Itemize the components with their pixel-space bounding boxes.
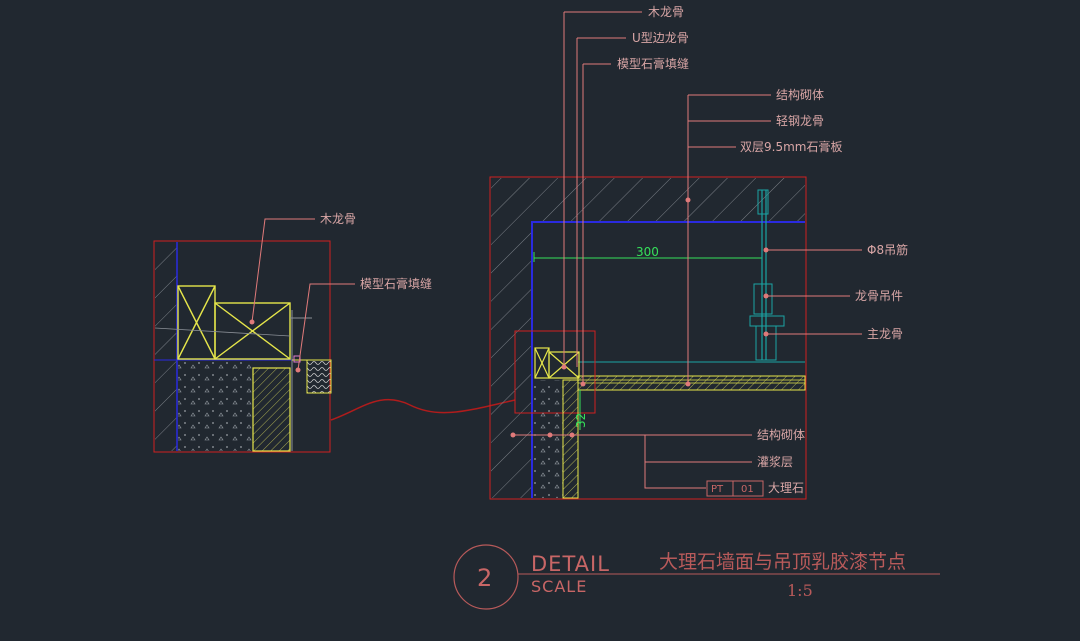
scale-ratio: 1:5 [787,581,813,600]
material-tag-number: 01 [741,484,754,495]
label-main-keel: 主龙骨 [867,327,903,341]
title-block: 2 DETAIL SCALE 大理石墙面与吊顶乳胶漆节点 1:5 [453,544,940,610]
leader-dots [249,197,769,438]
label-gypsum-joint-top: 模型石膏填缝 [617,56,689,71]
label-detail-gypsum-joint: 模型石膏填缝 [360,276,432,291]
label-light-steel-keel: 轻钢龙骨 [776,114,824,128]
dimension-32: 32 [574,413,588,428]
leader-lines [251,11,862,489]
label-structure-masonry-top: 结构砌体 [776,87,824,102]
drawing-title: 大理石墙面与吊顶乳胶漆节点 [659,551,906,573]
material-tag: PT 01 [706,480,764,497]
scale-label: SCALE [531,577,587,596]
label-u-edge-keel: U型边龙骨 [632,31,689,45]
label-wood-keel-top: 木龙骨 [648,5,684,19]
main-section [489,176,807,500]
label-structure-masonry-bottom: 结构砌体 [757,427,805,442]
detail-number: 2 [477,564,492,592]
label-grout-layer: 灌浆层 [757,454,793,469]
dimension-300: 300 [636,245,659,259]
enlarged-detail [153,240,332,453]
detail-callout-curve [330,398,516,421]
detail-label: DETAIL [531,552,610,576]
material-tag-code: PT [711,484,724,495]
label-detail-wood-keel: 木龙骨 [320,212,356,226]
label-double-gypsum-board: 双层9.5mm石膏板 [740,139,842,154]
label-marble: 大理石 [768,481,804,495]
label-keel-hanger: 龙骨吊件 [855,289,903,303]
label-hanger-rod: Φ8吊筋 [867,242,908,257]
